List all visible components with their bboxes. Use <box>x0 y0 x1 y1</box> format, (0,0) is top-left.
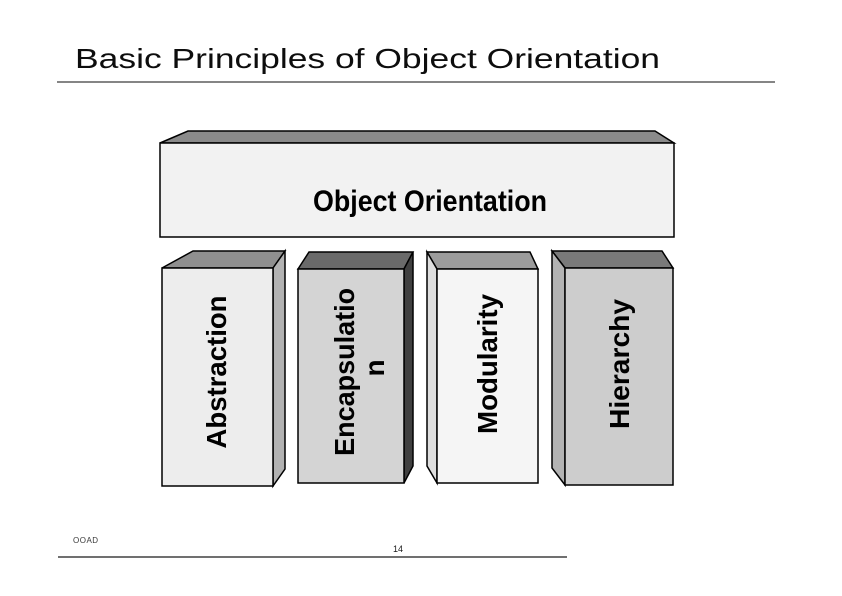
pillar-encapsulation-front-face <box>297 268 405 484</box>
pillar-modularity-side-face <box>426 249 438 486</box>
pillar-modularity-top-face <box>425 251 540 270</box>
pillar-encapsulation-label: Encapsulatio n <box>329 280 390 456</box>
header-block: Object Orientation <box>159 130 677 238</box>
pillar-encapsulation-top-face <box>296 251 415 270</box>
pillar-encapsulation-label-line2: n <box>359 359 390 376</box>
pillar-hierarchy: Hierarchy <box>550 248 675 488</box>
slide-footer: OOAD 14 <box>58 536 567 558</box>
pillar-modularity-front-face <box>436 268 539 484</box>
pillar-abstraction-label: Abstraction <box>201 296 232 449</box>
pillar-hierarchy-side-face <box>551 248 566 488</box>
pillar-abstraction-top-face <box>161 250 287 269</box>
header-block-label: Object Orientation <box>313 185 547 218</box>
pillar-hierarchy-label: Hierarchy <box>604 299 635 429</box>
pillar-hierarchy-front-face <box>564 267 674 486</box>
pillar-encapsulation-side-face <box>403 251 414 484</box>
header-block-front-face <box>159 142 675 238</box>
pillar-modularity: Modularity <box>425 249 540 486</box>
pillar-abstraction-side-face <box>272 248 286 489</box>
pillar-encapsulation: Encapsulatio n <box>296 251 415 484</box>
pillar-modularity-label: Modularity <box>472 294 503 434</box>
header-block-top-face <box>159 130 677 144</box>
pillar-abstraction-front-face <box>161 267 274 487</box>
footer-course-label: OOAD <box>73 536 99 545</box>
pillar-abstraction: Abstraction <box>161 248 287 489</box>
slide-title: Basic Principles of Object Orientation <box>75 43 660 74</box>
footer-page-number: 14 <box>393 544 403 554</box>
pillar-encapsulation-label-line1: Encapsulatio <box>329 288 360 456</box>
pillar-hierarchy-top-face <box>550 250 675 269</box>
